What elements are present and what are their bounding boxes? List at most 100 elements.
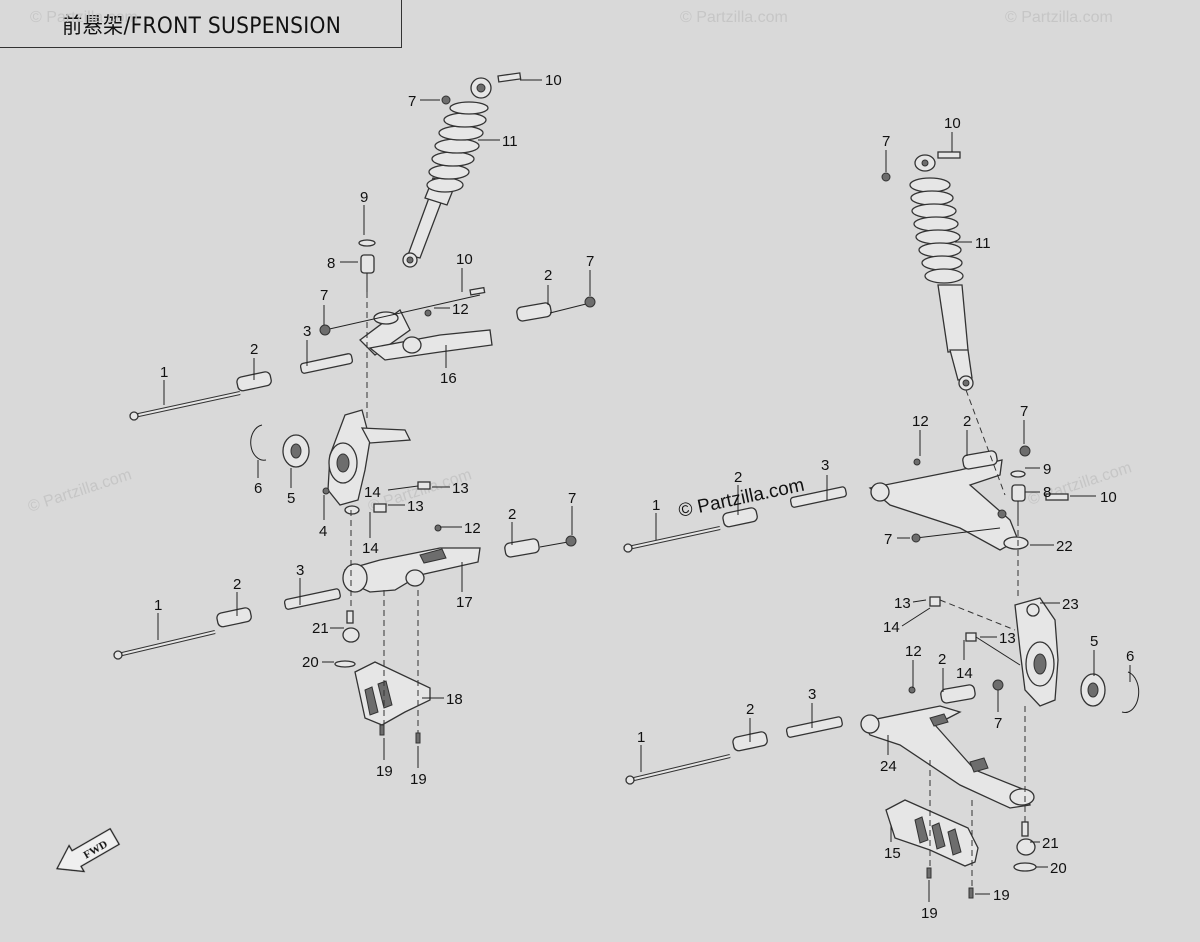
upper-arm-16 [319, 286, 493, 361]
leader-lines [157, 79, 1131, 902]
knuckle-left [322, 409, 412, 515]
bearing-left [250, 424, 310, 468]
callout-label: 9 [360, 189, 368, 206]
callout-label: 17 [456, 594, 473, 611]
callout-label: 2 [963, 413, 971, 430]
callout-label: 10 [456, 251, 473, 268]
callout-label: 22 [1056, 538, 1073, 555]
right-assembly [623, 151, 1140, 899]
callout-label: 2 [250, 341, 258, 358]
callout-label: 1 [652, 497, 660, 514]
callout-label: 4 [319, 523, 327, 540]
callout-label: 12 [452, 301, 469, 318]
callout-label: 3 [296, 562, 304, 579]
callout-label: 2 [233, 576, 241, 593]
bolt-13-right-b [965, 632, 977, 642]
callout-label: 6 [1126, 648, 1134, 665]
nut-lower-right [565, 535, 577, 547]
callout-label: 5 [1090, 633, 1098, 650]
lower-arm-24 [860, 679, 1035, 809]
callout-label: 2 [508, 506, 516, 523]
callout-label: 19 [921, 905, 938, 922]
upper-shaft-left [129, 353, 354, 421]
callout-label: 12 [464, 520, 481, 537]
callout-label: 9 [1043, 461, 1051, 478]
callout-label: 2 [544, 267, 552, 284]
ball-joint-lower-right [1013, 821, 1037, 872]
callout-label: 2 [746, 701, 754, 718]
ball-joint-top-left [358, 239, 376, 292]
lower-shaft-right [625, 716, 843, 785]
callout-label: 14 [364, 484, 381, 501]
callout-label: 6 [254, 480, 262, 497]
callout-label: 19 [410, 771, 427, 788]
upper-shaft-right [623, 486, 847, 553]
callout-label: 12 [912, 413, 929, 430]
callout-labels: 10 7 11 9 8 10 2 7 7 12 3 2 1 16 6 5 14 … [154, 72, 1134, 922]
callout-label: 3 [808, 686, 816, 703]
watermark-top-mid: © Partzilla.com [680, 9, 788, 26]
callout-label: 7 [408, 93, 416, 110]
skid-plate-15 [885, 799, 979, 899]
callout-label: 1 [154, 597, 162, 614]
callout-label: 14 [883, 619, 900, 636]
callout-label: 8 [1043, 484, 1051, 501]
callout-label: 13 [999, 630, 1016, 647]
title-box: 前悬架/FRONT SUSPENSION [0, 0, 402, 48]
callout-label: 7 [884, 531, 892, 548]
callout-label: 7 [320, 287, 328, 304]
callout-label: 3 [821, 457, 829, 474]
callout-label: 7 [1020, 403, 1028, 420]
callout-label: 13 [407, 498, 424, 515]
callout-label: 3 [303, 323, 311, 340]
callout-label: 21 [1042, 835, 1059, 852]
callout-label: 8 [327, 255, 335, 272]
callout-label: 5 [287, 490, 295, 507]
fwd-arrow: FWD [55, 827, 121, 873]
ball-joint-lower-left [334, 610, 360, 668]
shock-absorber-right [881, 151, 974, 391]
callout-label: 7 [994, 715, 1002, 732]
watermark-top-right: © Partzilla.com [1005, 9, 1113, 26]
upper-arm-22 [868, 445, 1031, 551]
lower-shaft-left [113, 588, 341, 660]
callout-label: 19 [993, 887, 1010, 904]
watermark-top-left: © Partzilla.com [30, 9, 138, 26]
shock-absorber-left [402, 72, 522, 268]
callout-label: 24 [880, 758, 897, 775]
bushing-lower-right [504, 538, 540, 558]
callout-label: 10 [944, 115, 961, 132]
callout-label: 12 [905, 643, 922, 660]
callout-label: 13 [894, 595, 911, 612]
bolt-13-left-b [373, 503, 387, 513]
callout-label: 2 [734, 469, 742, 486]
left-assembly [113, 72, 596, 744]
callout-label: 7 [882, 133, 890, 150]
nut-upper-right [584, 296, 596, 308]
callout-label: 7 [568, 490, 576, 507]
callout-label: 19 [376, 763, 393, 780]
callout-label: 11 [502, 133, 518, 150]
callout-label: 10 [1100, 489, 1117, 506]
callout-label: 13 [452, 480, 469, 497]
faint-watermarks: © Partzilla.com © Partzilla.com © Partzi… [26, 9, 1134, 516]
callout-label: 16 [440, 370, 457, 387]
callout-label: 15 [884, 845, 901, 862]
callout-label: 14 [362, 540, 379, 557]
bolt-13-left-a [417, 481, 431, 490]
callout-label: 23 [1062, 596, 1079, 613]
callout-label: 1 [160, 364, 168, 381]
callout-label: 11 [975, 235, 991, 252]
callout-label: 20 [302, 654, 319, 671]
callout-label: 21 [312, 620, 329, 637]
callout-label: 20 [1050, 860, 1067, 877]
ball-joint-top-right [1010, 470, 1069, 520]
callout-label: 1 [637, 729, 645, 746]
skid-plate-18 [354, 661, 431, 744]
watermark-left: © Partzilla.com [26, 466, 134, 515]
callout-label: 2 [938, 651, 946, 668]
lower-arm-17 [342, 524, 481, 593]
callout-label: 18 [446, 691, 463, 708]
